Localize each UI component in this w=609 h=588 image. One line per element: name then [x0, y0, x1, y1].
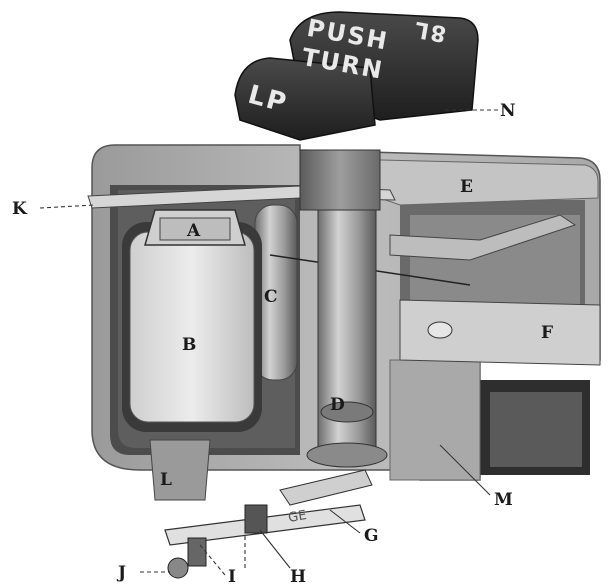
- label-b: B: [182, 335, 196, 355]
- lever-stamp: GE: [287, 508, 308, 526]
- box-b: [122, 222, 262, 432]
- contact-j: [167, 557, 189, 579]
- knob[interactable]: PUSH TURN 8L LP: [234, 11, 479, 141]
- label-g: G: [364, 526, 379, 546]
- label-d: D: [330, 395, 345, 415]
- contact-h: [244, 504, 268, 534]
- label-a: A: [186, 221, 201, 241]
- label-e: E: [460, 177, 473, 197]
- label-h: H: [290, 567, 306, 587]
- label-m: M: [494, 490, 513, 510]
- label-c: C: [264, 287, 278, 307]
- contact-i: [187, 537, 207, 567]
- shaft-d: [299, 149, 388, 468]
- foot-l: [149, 439, 211, 501]
- leader-lines: [39, 109, 498, 576]
- clip-a: [144, 209, 246, 246]
- label-l: L: [160, 470, 172, 490]
- label-f: F: [541, 323, 553, 343]
- label-j: J: [116, 563, 126, 583]
- label-i: I: [228, 567, 236, 587]
- knob-code-text: 8L: [411, 16, 448, 46]
- label-k: K: [12, 199, 28, 219]
- label-n: N: [500, 101, 516, 121]
